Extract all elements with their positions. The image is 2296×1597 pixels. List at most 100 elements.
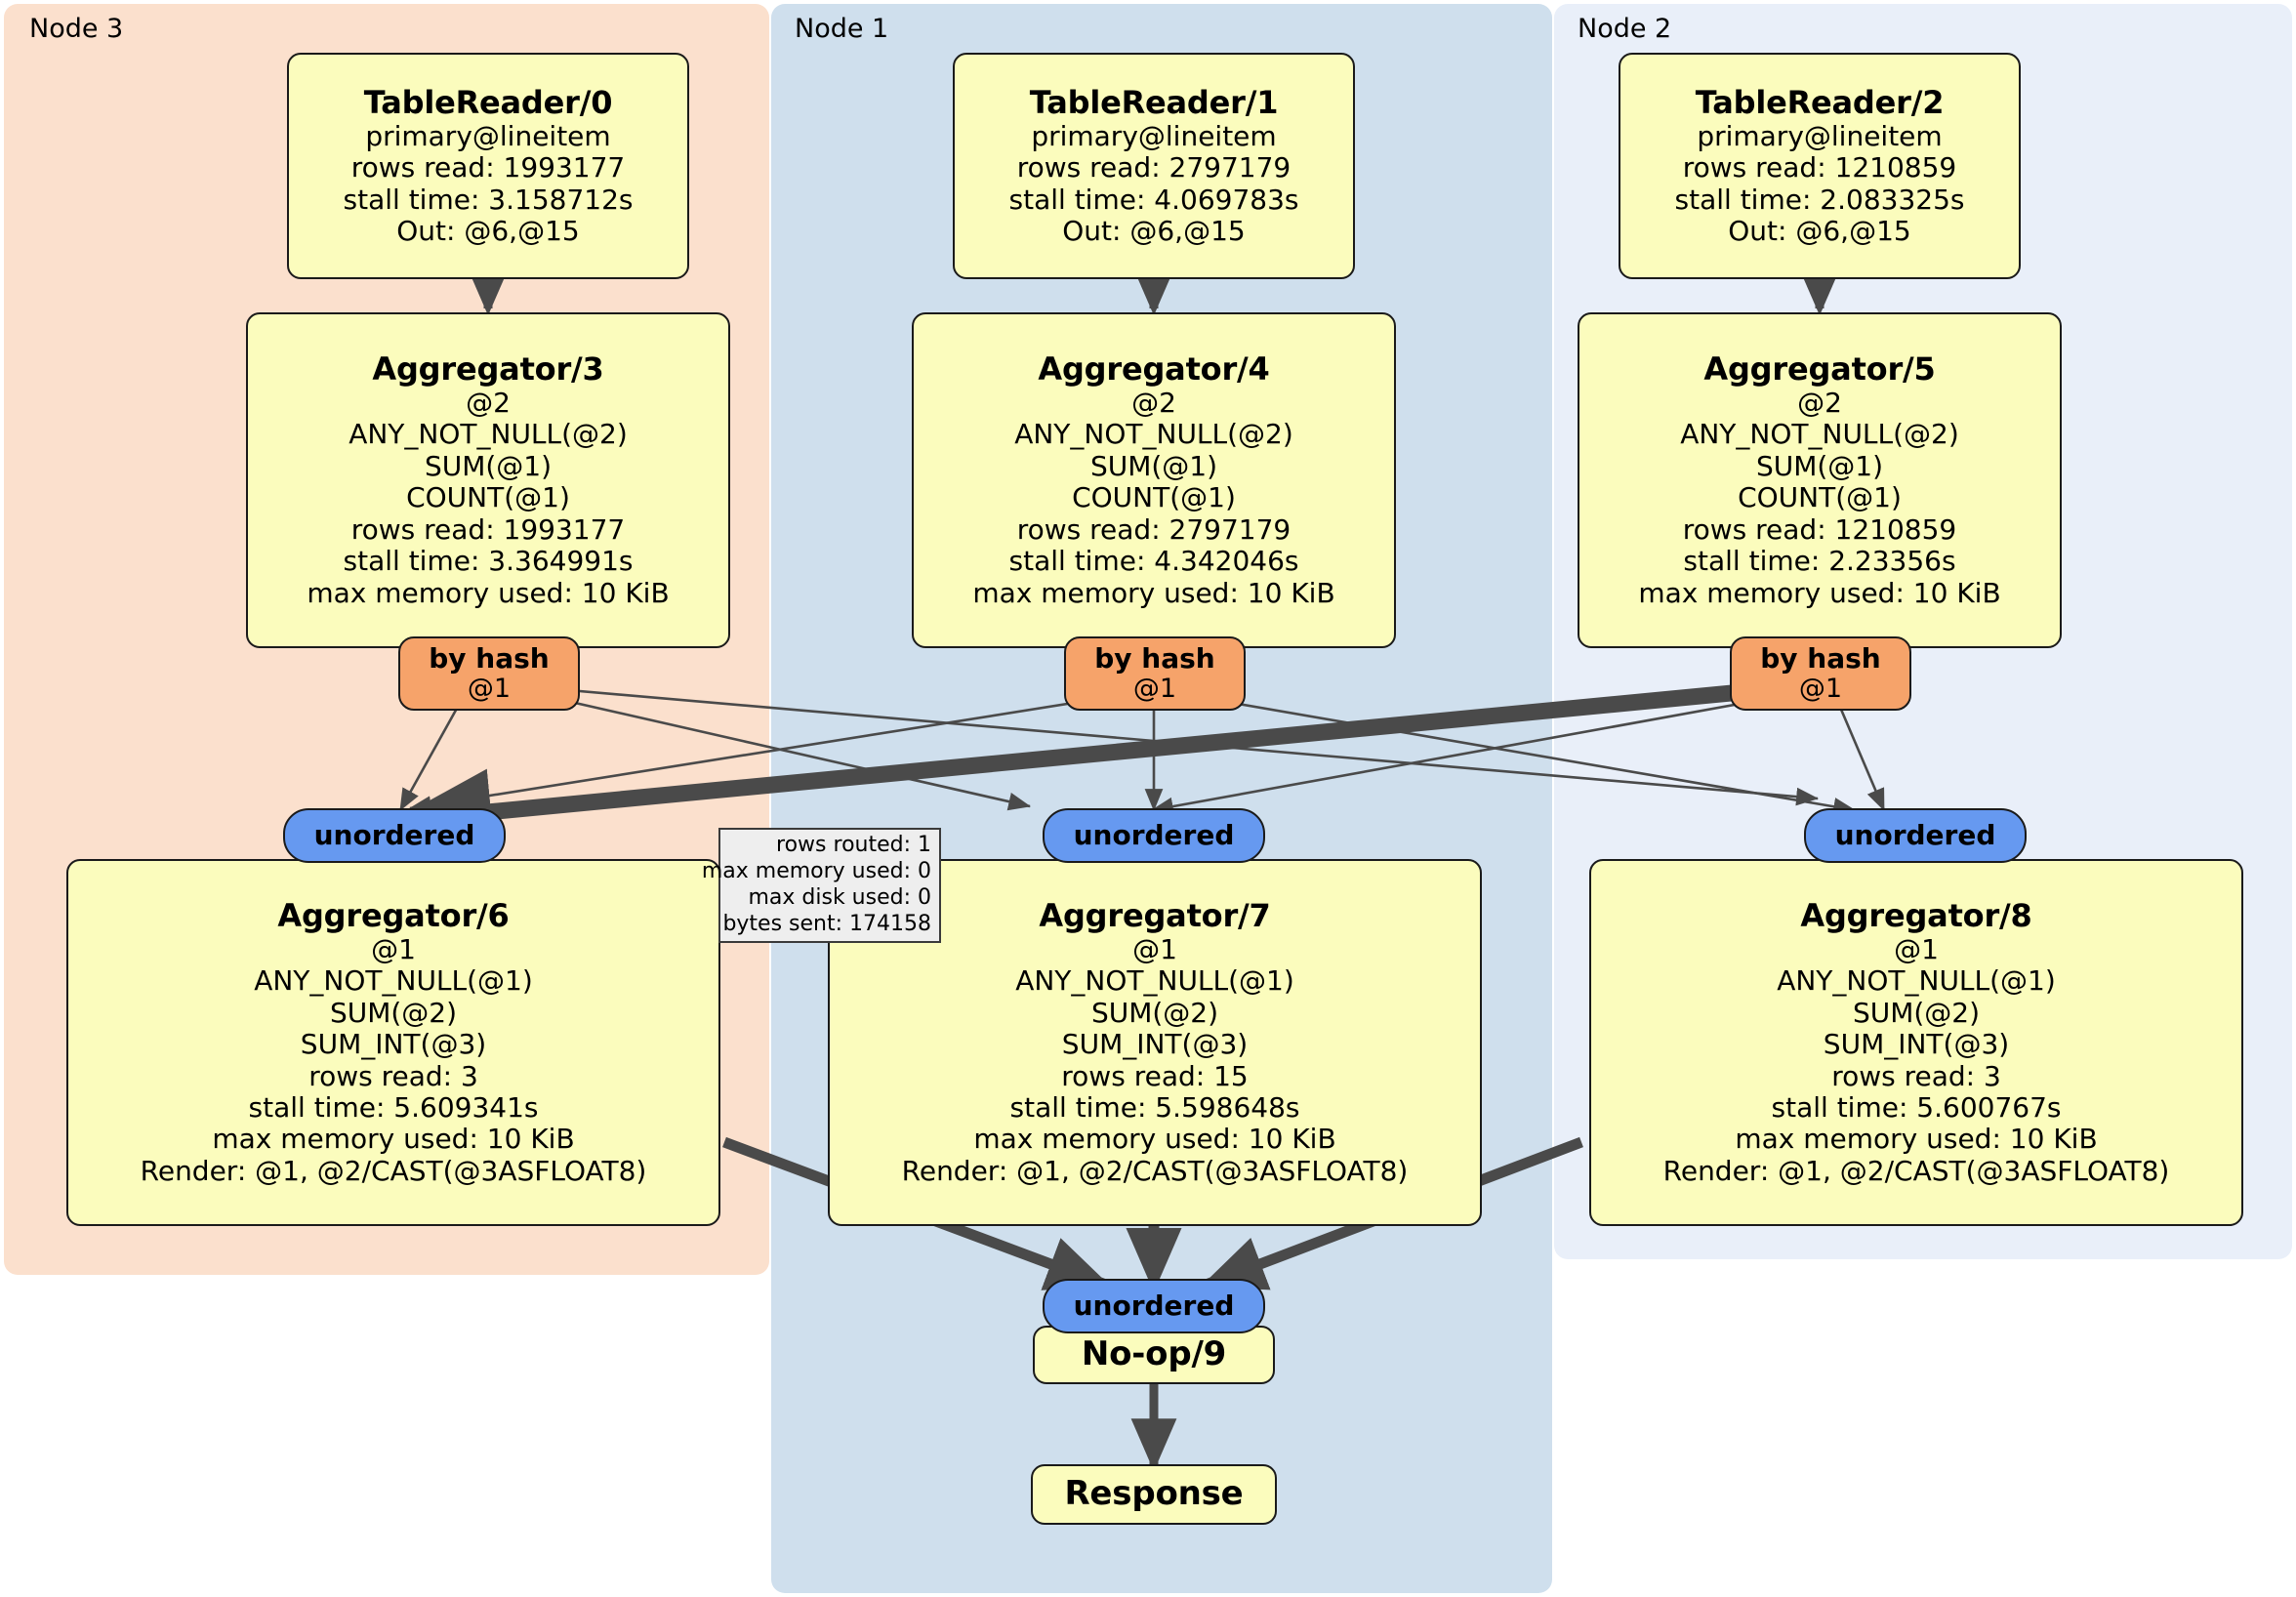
operator-detail: stall time: 5.609341s: [248, 1091, 539, 1125]
operator-detail: @2: [1797, 386, 1842, 419]
cluster-label-node-2: Node 2: [1578, 14, 1672, 44]
router-unordered-right[interactable]: unordered: [1804, 808, 2027, 863]
operator-title: TableReader/2: [1695, 83, 1945, 121]
operator-detail: SUM(@2): [1852, 996, 1981, 1029]
operator-detail: stall time: 2.23356s: [1683, 545, 1956, 578]
operator-box-tablereader-0[interactable]: TableReader/0 primary@lineitem rows read…: [287, 53, 689, 279]
operator-title: Aggregator/8: [1800, 896, 2032, 934]
operator-detail: SUM(@1): [1755, 449, 1884, 482]
operator-detail: rows read: 1210859: [1682, 512, 1957, 546]
router-unordered-center[interactable]: unordered: [1043, 808, 1265, 863]
operator-title: Aggregator/6: [277, 896, 510, 934]
router-by-hash-4[interactable]: by hash @1: [1064, 636, 1246, 711]
stats-max-memory: max memory used: 0: [701, 859, 931, 884]
router-unordered-final[interactable]: unordered: [1043, 1279, 1265, 1333]
operator-box-aggregator-5[interactable]: Aggregator/5 @2 ANY_NOT_NULL(@2) SUM(@1)…: [1578, 312, 2062, 648]
router-column: @1: [1132, 673, 1177, 704]
operator-detail: rows read: 1210859: [1682, 151, 1957, 184]
operator-detail: COUNT(@1): [1072, 481, 1236, 514]
operator-render: Render: @1, @2/CAST(@3ASFLOAT8): [1662, 1154, 2170, 1187]
operator-box-aggregator-4[interactable]: Aggregator/4 @2 ANY_NOT_NULL(@2) SUM(@1)…: [912, 312, 1396, 648]
router-by-hash-5[interactable]: by hash @1: [1730, 636, 1911, 711]
operator-detail: stall time: 3.158712s: [343, 183, 634, 216]
operator-detail: max memory used: 10 KiB: [1735, 1123, 2098, 1156]
router-label: unordered: [313, 819, 475, 851]
operator-detail: SUM_INT(@3): [1823, 1028, 2010, 1061]
operator-title: No-op/9: [1081, 1334, 1227, 1374]
cluster-label-node-3: Node 3: [29, 14, 124, 44]
operator-detail: ANY_NOT_NULL(@1): [1015, 964, 1294, 998]
stats-rows-routed: rows routed: 1: [776, 833, 931, 858]
router-column: @1: [467, 673, 512, 704]
operator-detail: ANY_NOT_NULL(@2): [1680, 418, 1959, 451]
operator-detail: max memory used: 10 KiB: [1638, 576, 2001, 609]
operator-detail: max memory used: 10 KiB: [973, 1123, 1336, 1156]
operator-detail: SUM_INT(@3): [1061, 1028, 1249, 1061]
router-label: unordered: [1834, 819, 1996, 851]
operator-render: Render: @1, @2/CAST(@3ASFLOAT8): [901, 1154, 1409, 1187]
operator-detail: @1: [1894, 932, 1939, 965]
operator-detail: @2: [1131, 386, 1176, 419]
operator-detail: rows read: 1993177: [350, 151, 626, 184]
operator-detail: stall time: 3.364991s: [343, 545, 634, 578]
operator-detail: COUNT(@1): [1738, 481, 1902, 514]
operator-box-response[interactable]: Response: [1031, 1464, 1277, 1525]
operator-box-tablereader-1[interactable]: TableReader/1 primary@lineitem rows read…: [953, 53, 1355, 279]
operator-detail: SUM(@2): [1090, 996, 1219, 1029]
operator-detail: stall time: 5.598648s: [1009, 1091, 1300, 1125]
operator-detail: primary@lineitem: [1031, 119, 1277, 152]
operator-detail: stall time: 4.069783s: [1008, 183, 1299, 216]
operator-detail: COUNT(@1): [406, 481, 570, 514]
operator-detail: rows read: 3: [308, 1059, 478, 1092]
operator-box-tablereader-2[interactable]: TableReader/2 primary@lineitem rows read…: [1619, 53, 2021, 279]
operator-detail: stall time: 5.600767s: [1771, 1091, 2062, 1125]
operator-detail: @1: [1132, 932, 1177, 965]
operator-title: Aggregator/5: [1703, 349, 1936, 388]
operator-detail: SUM(@1): [424, 449, 553, 482]
operator-detail: ANY_NOT_NULL(@1): [254, 964, 533, 998]
operator-title: TableReader/1: [1029, 83, 1279, 121]
operator-detail: primary@lineitem: [1697, 119, 1943, 152]
stats-callout: rows routed: 1 max memory used: 0 max di…: [702, 828, 941, 943]
operator-detail: ANY_NOT_NULL(@2): [1014, 418, 1293, 451]
operator-detail: rows read: 1993177: [350, 512, 626, 546]
operator-detail: Out: @6,@15: [1728, 215, 1911, 248]
operator-detail: max memory used: 10 KiB: [307, 576, 670, 609]
router-by-hash-3[interactable]: by hash @1: [398, 636, 580, 711]
operator-detail: @1: [371, 932, 416, 965]
router-label: unordered: [1073, 1290, 1235, 1322]
operator-box-aggregator-3[interactable]: Aggregator/3 @2 ANY_NOT_NULL(@2) SUM(@1)…: [246, 312, 730, 648]
operator-title: TableReader/0: [363, 83, 613, 121]
operator-detail: primary@lineitem: [365, 119, 611, 152]
router-label: by hash: [1760, 641, 1881, 675]
operator-detail: ANY_NOT_NULL(@1): [1777, 964, 2056, 998]
cluster-label-node-1: Node 1: [795, 14, 889, 44]
operator-detail: SUM_INT(@3): [300, 1028, 487, 1061]
operator-detail: Out: @6,@15: [1062, 215, 1246, 248]
operator-title: Response: [1064, 1474, 1244, 1514]
operator-detail: rows read: 15: [1061, 1059, 1249, 1092]
operator-detail: rows read: 3: [1831, 1059, 2001, 1092]
operator-detail: SUM(@2): [329, 996, 458, 1029]
router-label: unordered: [1073, 819, 1235, 851]
operator-box-noop-9[interactable]: No-op/9: [1033, 1326, 1275, 1384]
stats-max-disk: max disk used: 0: [748, 885, 931, 910]
operator-box-aggregator-8[interactable]: Aggregator/8 @1 ANY_NOT_NULL(@1) SUM(@2)…: [1589, 859, 2243, 1226]
operator-title: Aggregator/3: [372, 349, 604, 388]
operator-title: Aggregator/4: [1038, 349, 1270, 388]
operator-detail: stall time: 2.083325s: [1674, 183, 1965, 216]
operator-render: Render: @1, @2/CAST(@3ASFLOAT8): [140, 1154, 647, 1187]
operator-detail: ANY_NOT_NULL(@2): [348, 418, 628, 451]
operator-detail: max memory used: 10 KiB: [212, 1123, 575, 1156]
router-unordered-left[interactable]: unordered: [283, 808, 506, 863]
stats-bytes-sent: bytes sent: 174158: [722, 911, 931, 936]
operator-detail: @2: [466, 386, 511, 419]
operator-title: Aggregator/7: [1039, 896, 1271, 934]
operator-detail: Out: @6,@15: [396, 215, 580, 248]
router-label: by hash: [1094, 641, 1215, 675]
operator-detail: max memory used: 10 KiB: [972, 576, 1335, 609]
operator-detail: SUM(@1): [1089, 449, 1218, 482]
operator-box-aggregator-6[interactable]: Aggregator/6 @1 ANY_NOT_NULL(@1) SUM(@2)…: [66, 859, 720, 1226]
router-column: @1: [1798, 673, 1843, 704]
